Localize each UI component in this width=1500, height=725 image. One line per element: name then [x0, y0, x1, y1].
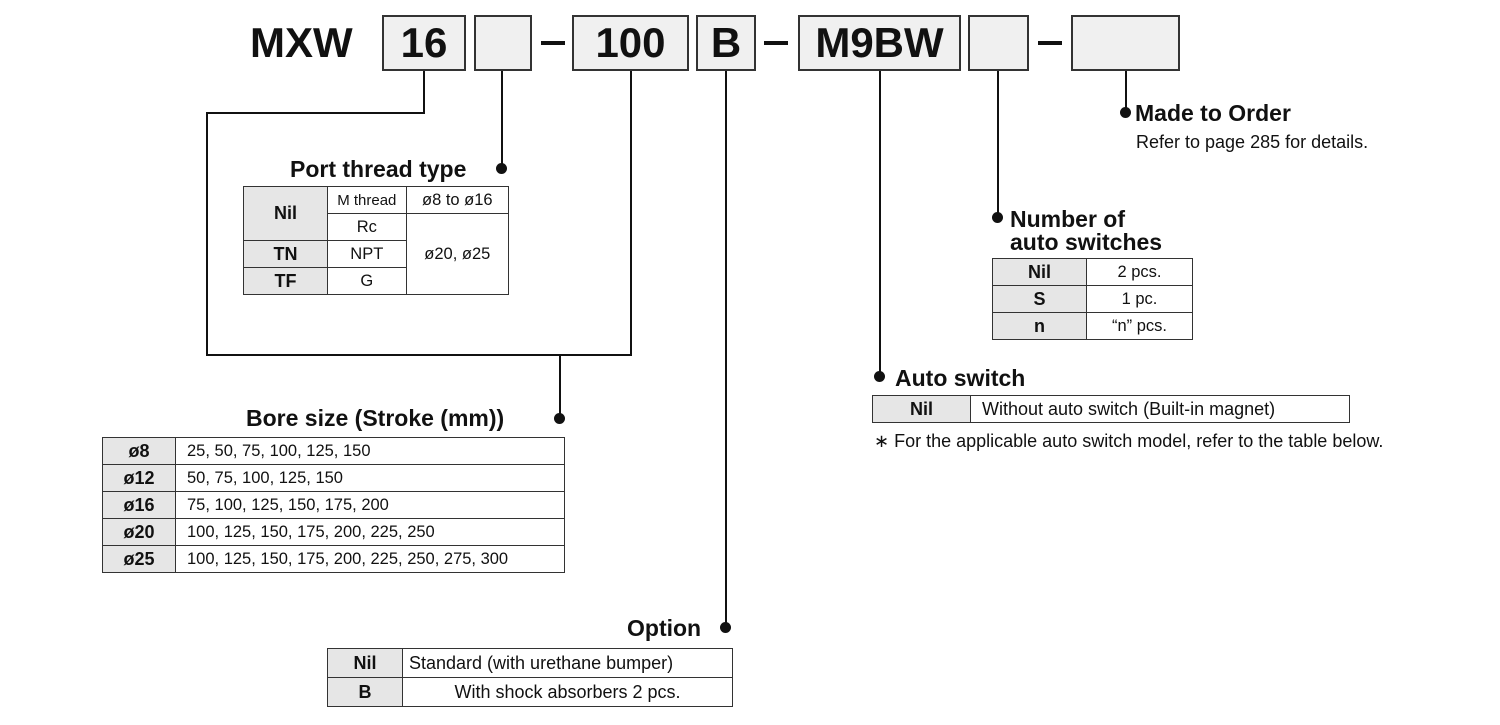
auto-switch-value: Without auto switch (Built-in magnet) — [970, 395, 1350, 423]
bore-size-key: ø12 — [102, 464, 176, 492]
option-key: Nil — [327, 648, 403, 678]
port-thread-key: TF — [243, 267, 328, 295]
leader-dot — [554, 413, 565, 424]
leader-line — [206, 354, 632, 356]
port-thread-key: TN — [243, 240, 328, 268]
bore-size-stroke: 50, 75, 100, 125, 150 — [175, 464, 565, 492]
leader-line — [423, 71, 425, 114]
leader-line — [725, 71, 727, 628]
leader-dot — [720, 622, 731, 633]
stroke-box: 100 — [572, 15, 689, 71]
bore-size-title: Bore size (Stroke (mm)) — [246, 405, 505, 431]
leader-dot — [1120, 107, 1131, 118]
port-thread-thread: Rc — [327, 213, 407, 241]
num-switches-value: “n” pcs. — [1086, 312, 1193, 340]
option-key: B — [327, 677, 403, 707]
bore-size-key: ø8 — [102, 437, 176, 465]
leader-line — [630, 71, 632, 356]
port-thread-box — [474, 15, 532, 71]
num-switches-value: 2 pcs. — [1086, 258, 1193, 286]
num-switches-table: Nil 2 pcs. S 1 pc. n “n” pcs. — [992, 258, 1193, 340]
port-thread-bore: ø20, ø25 — [405, 213, 510, 295]
auto-switch-box: M9BW — [798, 15, 961, 71]
leader-line — [997, 71, 999, 218]
leader-line — [1125, 71, 1127, 113]
num-switches-value: 1 pc. — [1086, 285, 1193, 313]
separator-dash — [764, 41, 788, 45]
port-thread-thread: G — [327, 267, 407, 295]
auto-switch-title: Auto switch — [895, 365, 1026, 391]
num-switches-title-1: Number of — [1010, 206, 1125, 232]
option-table: Nil Standard (with urethane bumper) B Wi… — [327, 648, 733, 707]
leader-line — [206, 112, 425, 114]
bore-size-box: 16 — [382, 15, 466, 71]
port-thread-bore: ø8 to ø16 — [405, 186, 510, 214]
option-value: Standard (with urethane bumper) — [402, 648, 733, 678]
option-value: With shock absorbers 2 pcs. — [402, 677, 733, 707]
leader-line — [206, 112, 208, 356]
auto-switch-note: ∗ For the applicable auto switch model, … — [874, 431, 1384, 451]
leader-line — [559, 354, 561, 420]
separator-dash — [541, 41, 565, 45]
auto-switch-table: Nil Without auto switch (Built-in magnet… — [872, 395, 1350, 423]
separator-dash — [1038, 41, 1062, 45]
port-thread-thread: NPT — [327, 240, 407, 268]
bore-size-key: ø16 — [102, 491, 176, 519]
leader-dot — [992, 212, 1003, 223]
leader-line — [501, 71, 503, 169]
made-to-order-title: Made to Order — [1135, 100, 1291, 126]
num-switches-box — [968, 15, 1029, 71]
num-switches-title-2: auto switches — [1010, 229, 1163, 255]
leader-dot — [874, 371, 885, 382]
model-prefix: MXW — [250, 19, 353, 66]
auto-switch-key: Nil — [872, 395, 971, 423]
bore-size-key: ø25 — [102, 545, 176, 573]
bore-size-stroke: 25, 50, 75, 100, 125, 150 — [175, 437, 565, 465]
port-thread-table: Nil M thread ø8 to ø16 Rc ø20, ø25 TN NP… — [243, 186, 510, 295]
bore-size-table: ø8 25, 50, 75, 100, 125, 150 ø12 50, 75,… — [102, 437, 565, 573]
num-switches-key: S — [992, 285, 1087, 313]
made-to-order-note: Refer to page 285 for details. — [1136, 132, 1369, 152]
leader-dot — [496, 163, 507, 174]
port-thread-key: Nil — [243, 186, 328, 241]
port-thread-title: Port thread type — [290, 156, 467, 182]
made-to-order-box — [1071, 15, 1180, 71]
num-switches-key: Nil — [992, 258, 1087, 286]
leader-line — [879, 71, 881, 377]
num-switches-key: n — [992, 312, 1087, 340]
bore-size-stroke: 75, 100, 125, 150, 175, 200 — [175, 491, 565, 519]
port-thread-thread: M thread — [327, 186, 407, 214]
option-box: B — [696, 15, 756, 71]
bore-size-stroke: 100, 125, 150, 175, 200, 225, 250 — [175, 518, 565, 546]
option-title: Option — [627, 615, 702, 641]
bore-size-stroke: 100, 125, 150, 175, 200, 225, 250, 275, … — [175, 545, 565, 573]
bore-size-key: ø20 — [102, 518, 176, 546]
